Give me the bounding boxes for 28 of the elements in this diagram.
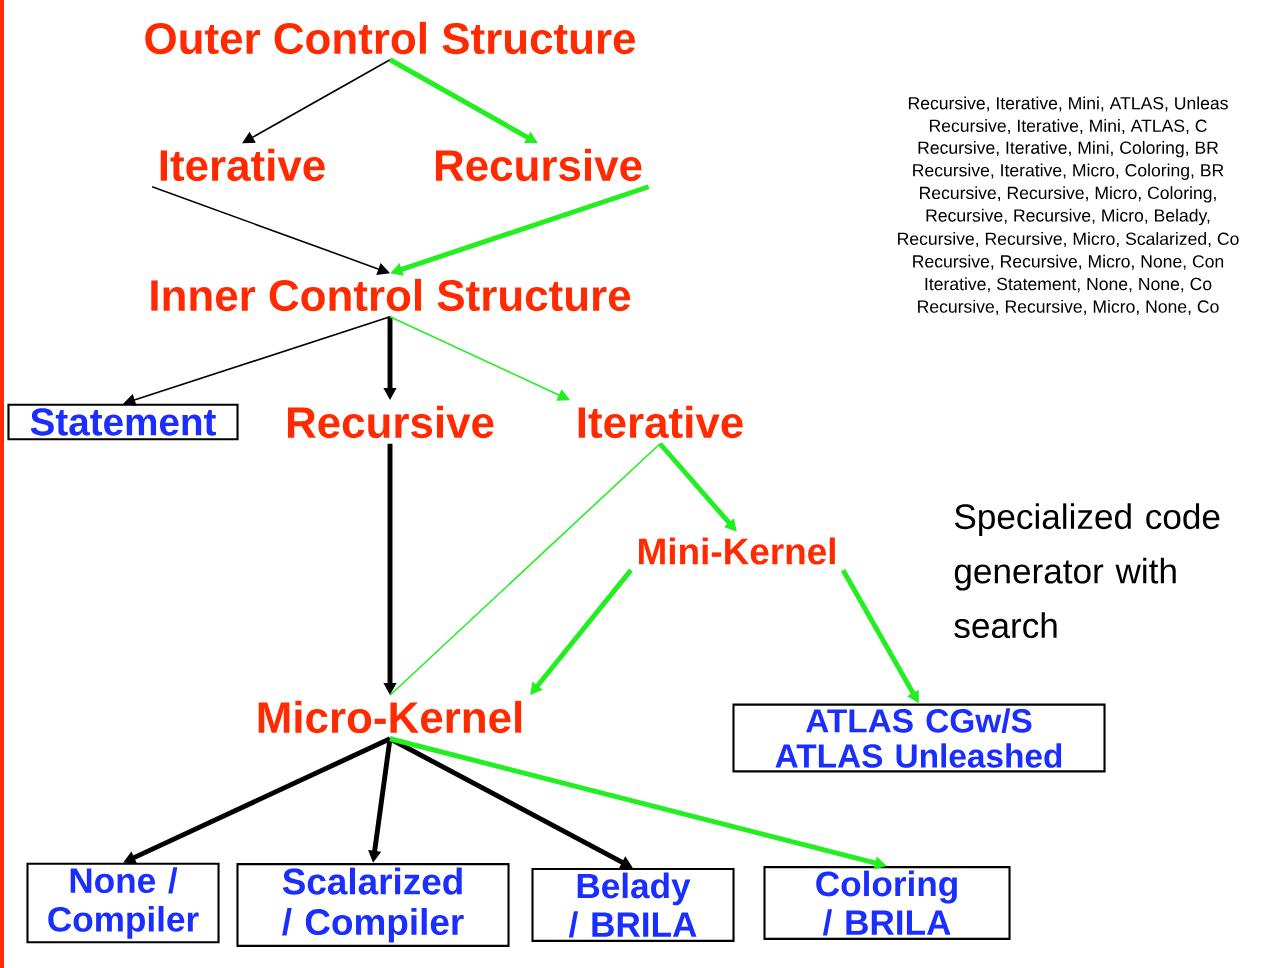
search-result-line: Recursive, Iterative, Mini, ATLAS, Unleas — [908, 96, 1228, 112]
search-result-line: Recursive, Iterative, Mini, Coloring, BR — [918, 141, 1219, 158]
search-result-line: Recursive, Recursive, Micro, Coloring, — [920, 186, 1216, 203]
stage-label: Micro-Kernel — [258, 700, 522, 734]
stage-label: Outer Control Structure — [145, 21, 635, 55]
stage-label: Inner Control Structure — [151, 278, 631, 312]
search-result-line: Recursive, Recursive, Micro, Scalarized, Co — [898, 232, 1239, 248]
search-result-line: Recursive, Recursive, Micro, Belady, — [926, 208, 1210, 226]
option-box: Coloring / BRILA — [763, 866, 1011, 940]
stage-label: Mini-Kernel — [639, 537, 835, 565]
search-result-line: Recursive, Iterative, Micro, Coloring, BR — [913, 163, 1224, 180]
option-box: Statement — [7, 403, 239, 441]
option-box: None / Compiler — [26, 862, 220, 944]
arrow — [123, 315, 391, 406]
option-box: Scalarized / Compiler — [236, 863, 510, 947]
option-box: Belady / BRILA — [531, 868, 735, 942]
stage-label: Iterative — [160, 148, 325, 182]
option-box: ATLAS CGw/S ATLAS Unleashed — [732, 703, 1106, 773]
search-result-line: Iterative, Statement, None, None, Co — [925, 277, 1212, 293]
search-result-line: Recursive, Iterative, Mini, ATLAS, C — [929, 119, 1207, 135]
stage-label: Recursive — [287, 405, 494, 439]
search-result-line: Recursive, Recursive, Micro, None, Con — [913, 254, 1224, 270]
stage-label: Iterative — [578, 405, 743, 439]
arrow — [151, 185, 390, 275]
arrow — [242, 58, 391, 144]
note-text: Specialized code generator with search — [954, 503, 1220, 639]
search-result-line: Recursive, Recursive, Micro, None, Co — [918, 299, 1219, 315]
stage-label: Recursive — [435, 148, 642, 182]
